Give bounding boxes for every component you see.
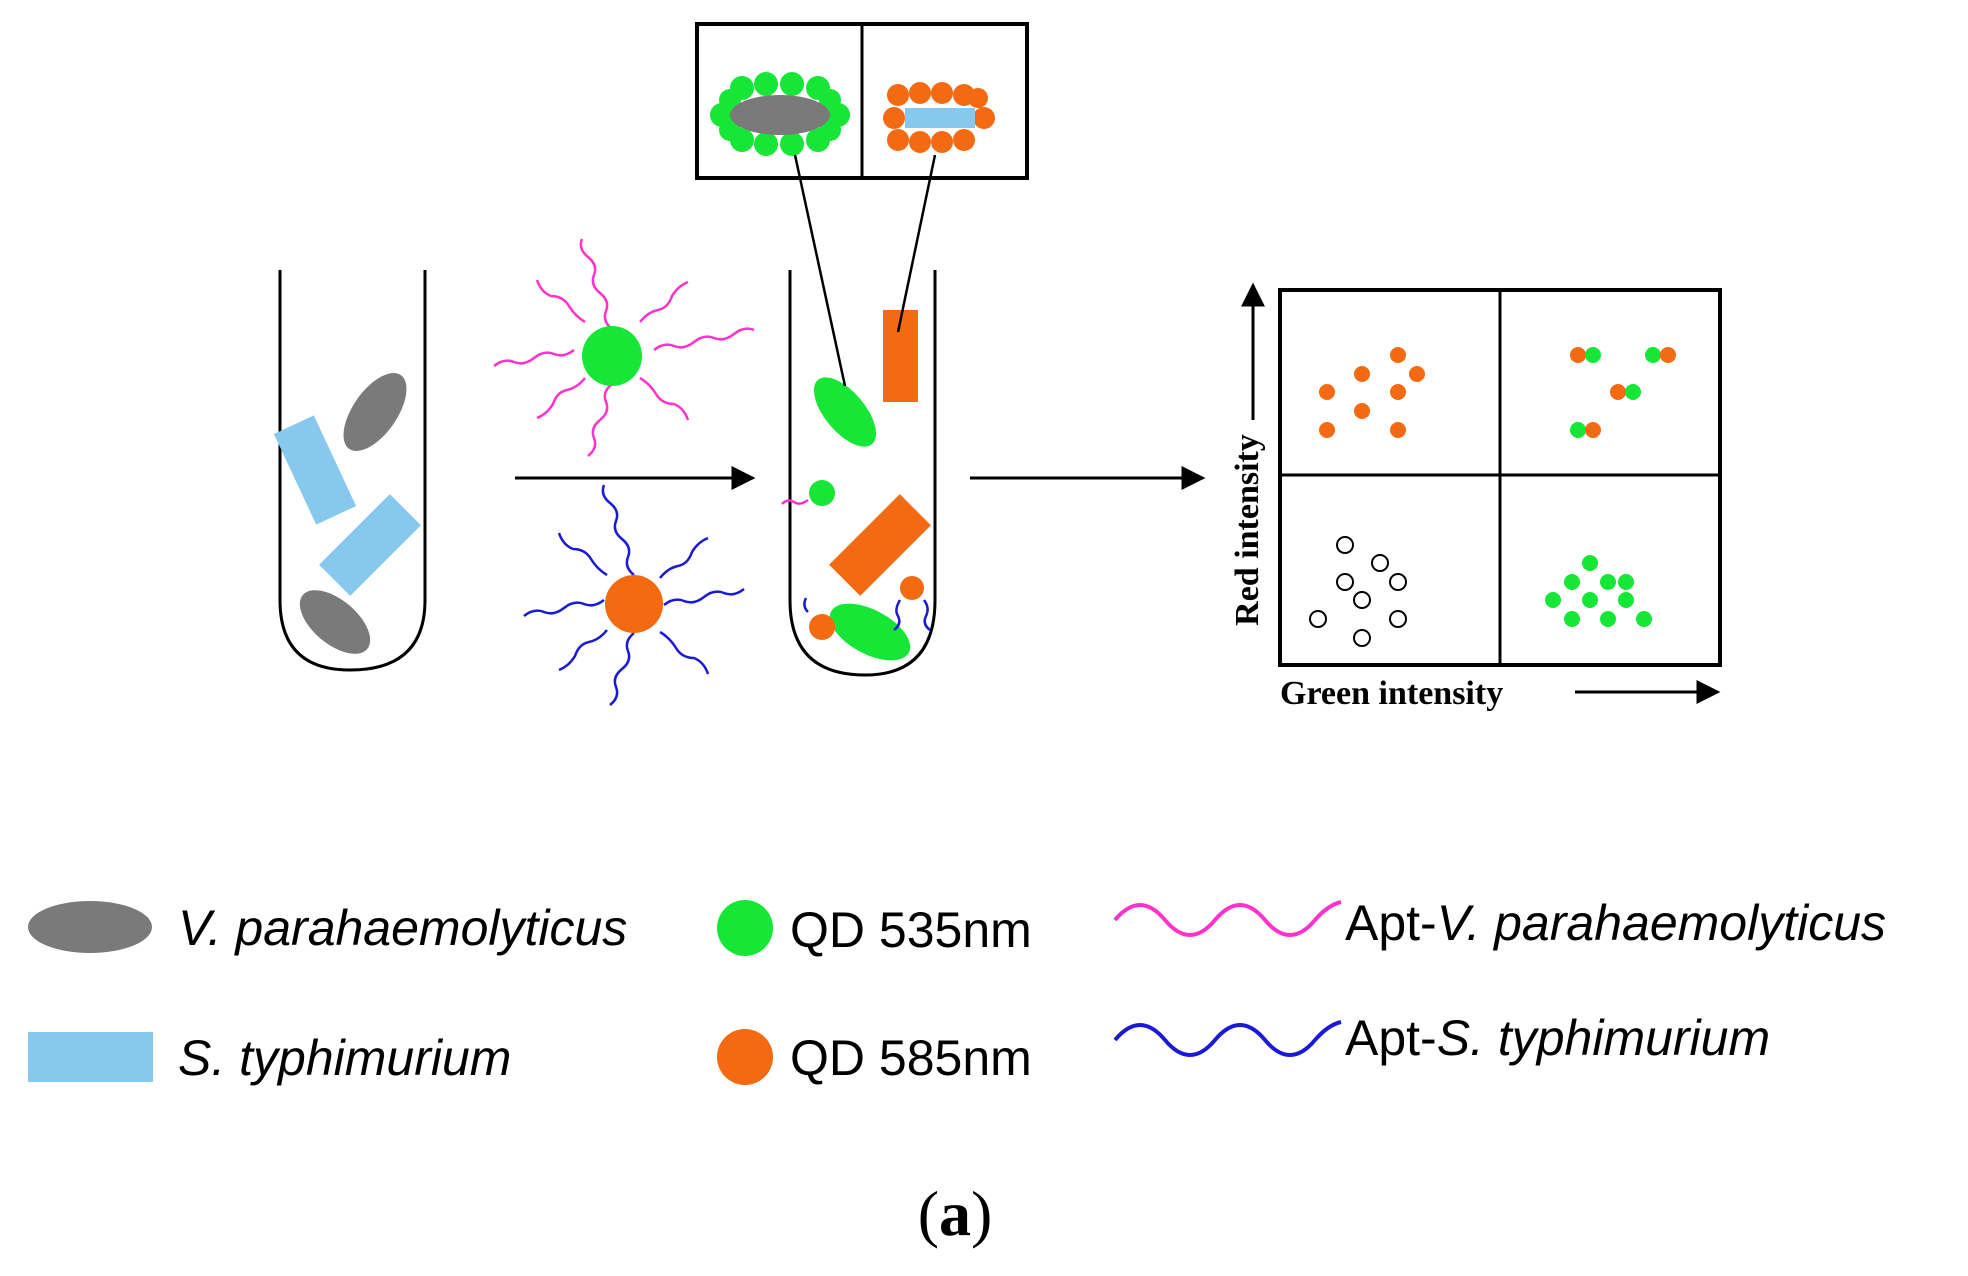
orange-dot-icon [717, 1029, 773, 1085]
tube-outline [788, 270, 937, 677]
qd535-aptamer-probe [493, 238, 755, 457]
inset-vp-complex [710, 72, 850, 156]
zoom-leader-st [896, 154, 937, 333]
st-cell [319, 494, 421, 596]
vp-cell-labeled [829, 603, 911, 661]
quadrant-bottom-right-points [1545, 555, 1652, 627]
st-cell [273, 415, 357, 525]
legend-item-vp: V. parahaemolyticus [28, 900, 627, 956]
svg-text:S. typhimurium: S. typhimurium [178, 1030, 511, 1086]
legend-item-qd585: QD 585nm [717, 1029, 1032, 1086]
svg-text:QD 535nm: QD 535nm [790, 902, 1032, 958]
vp-cell-labeled [813, 377, 877, 447]
vp-cell [299, 590, 371, 654]
svg-text:Apt-S. typhimurium: Apt-S. typhimurium [1345, 1010, 1770, 1066]
legend-item-apt-vp: Apt-V. parahaemolyticus [1113, 895, 1886, 951]
green-dot-icon [717, 900, 773, 956]
zoom-leader-vp [793, 154, 847, 387]
qd585-aptamer-probe [523, 484, 745, 706]
y-axis-label: Red intensity [1229, 434, 1266, 626]
svg-text:Apt-V. parahaemolyticus: Apt-V. parahaemolyticus [1345, 895, 1886, 951]
quadrant-top-left-points [1319, 347, 1425, 438]
blue-rectangle-icon [28, 1032, 153, 1082]
figure-caption: (a) [918, 1178, 993, 1249]
legend-item-qd535: QD 535nm [717, 900, 1032, 958]
x-axis-label: Green intensity [1280, 675, 1503, 712]
vp-cell [343, 373, 407, 451]
sample-tube [273, 270, 427, 672]
legend: V. parahaemolyticus S. typhimurium QD 53… [28, 895, 1886, 1086]
tube-outline [278, 270, 427, 672]
intensity-plot: Red intensity Green intensity [1229, 282, 1722, 712]
quadrant-top-right-points [1570, 347, 1676, 438]
labeled-tube [781, 270, 937, 677]
quadrant-bottom-left-points [1309, 536, 1407, 647]
st-cell-labeled [829, 494, 931, 596]
zoom-inset [695, 22, 1029, 387]
qd535-free [809, 480, 835, 506]
legend-item-st: S. typhimurium [28, 1030, 511, 1086]
blue-wave-icon [1113, 1020, 1342, 1057]
magenta-wave-icon [1113, 900, 1342, 937]
svg-text:QD 585nm: QD 585nm [790, 1030, 1032, 1086]
legend-item-apt-st: Apt-S. typhimurium [1113, 1010, 1770, 1066]
svg-text:V. parahaemolyticus: V. parahaemolyticus [178, 900, 627, 956]
inset-st-complex [883, 82, 995, 153]
gray-ellipse-icon [28, 901, 152, 953]
